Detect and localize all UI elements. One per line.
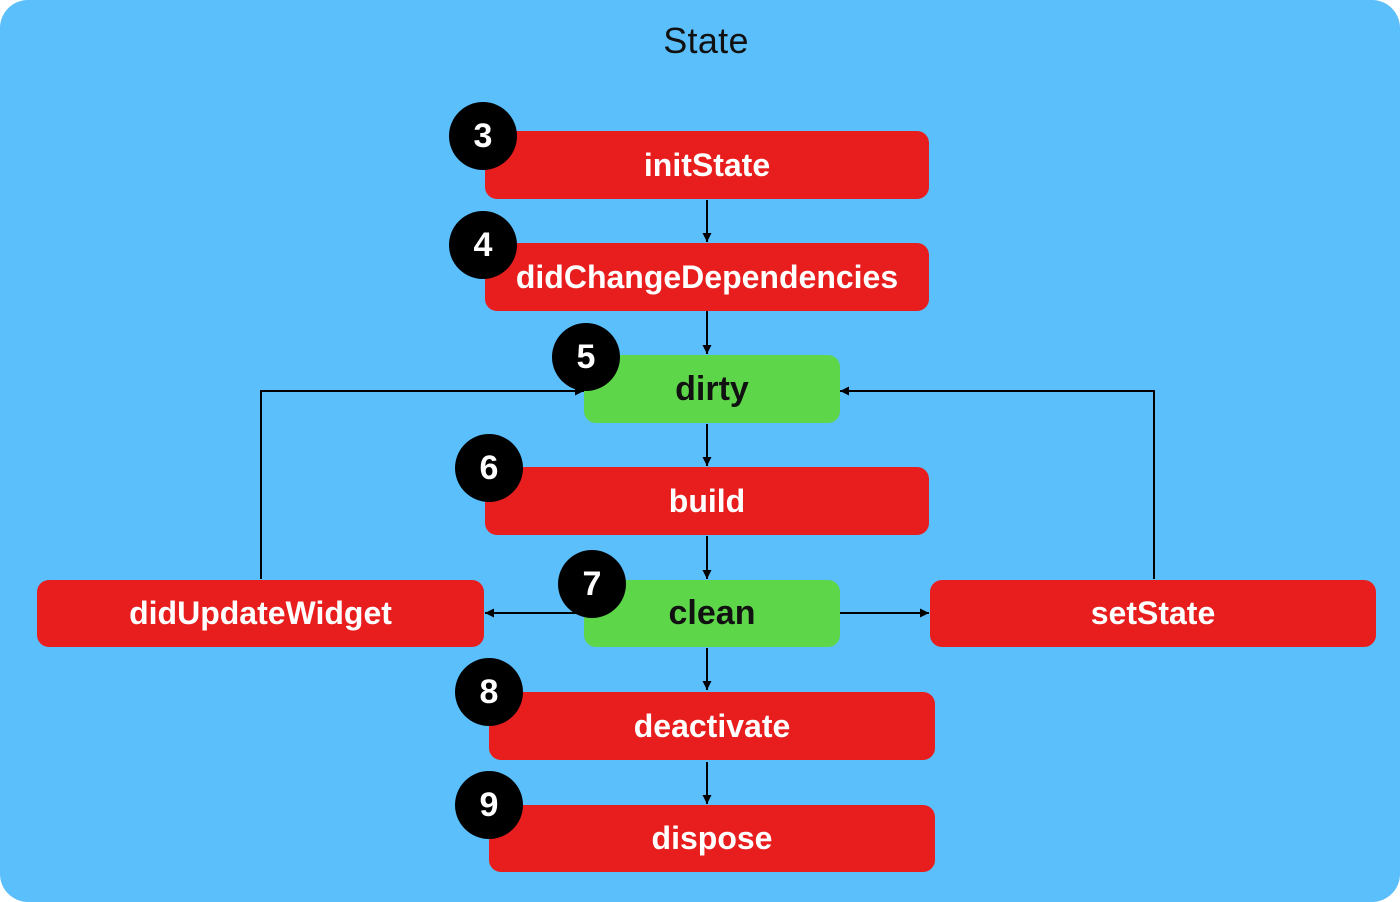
step-badge-5: 5 bbox=[552, 323, 620, 391]
edge-didupdatewidget-to-dirty bbox=[260, 386, 584, 579]
step-badge-7: 7 bbox=[558, 550, 626, 618]
edge-setstate-to-dirty bbox=[840, 386, 1155, 579]
node-didupdatewidget: didUpdateWidget bbox=[37, 580, 484, 647]
step-badge-4: 4 bbox=[449, 211, 517, 279]
diagram-title: State bbox=[663, 20, 749, 61]
node-dispose: dispose bbox=[489, 805, 935, 872]
step-badge-3: 3 bbox=[449, 102, 517, 170]
node-clean: clean bbox=[584, 580, 840, 647]
node-dirty: dirty bbox=[584, 355, 840, 423]
node-deactivate: deactivate bbox=[489, 692, 935, 760]
node-setstate: setState bbox=[930, 580, 1376, 647]
step-badge-6: 6 bbox=[455, 434, 523, 502]
node-initstate: initState bbox=[485, 131, 929, 199]
node-build: build bbox=[485, 467, 929, 535]
step-badge-8: 8 bbox=[455, 658, 523, 726]
step-badge-9: 9 bbox=[455, 771, 523, 839]
node-didchangedependencies: didChangeDependencies bbox=[485, 243, 929, 311]
